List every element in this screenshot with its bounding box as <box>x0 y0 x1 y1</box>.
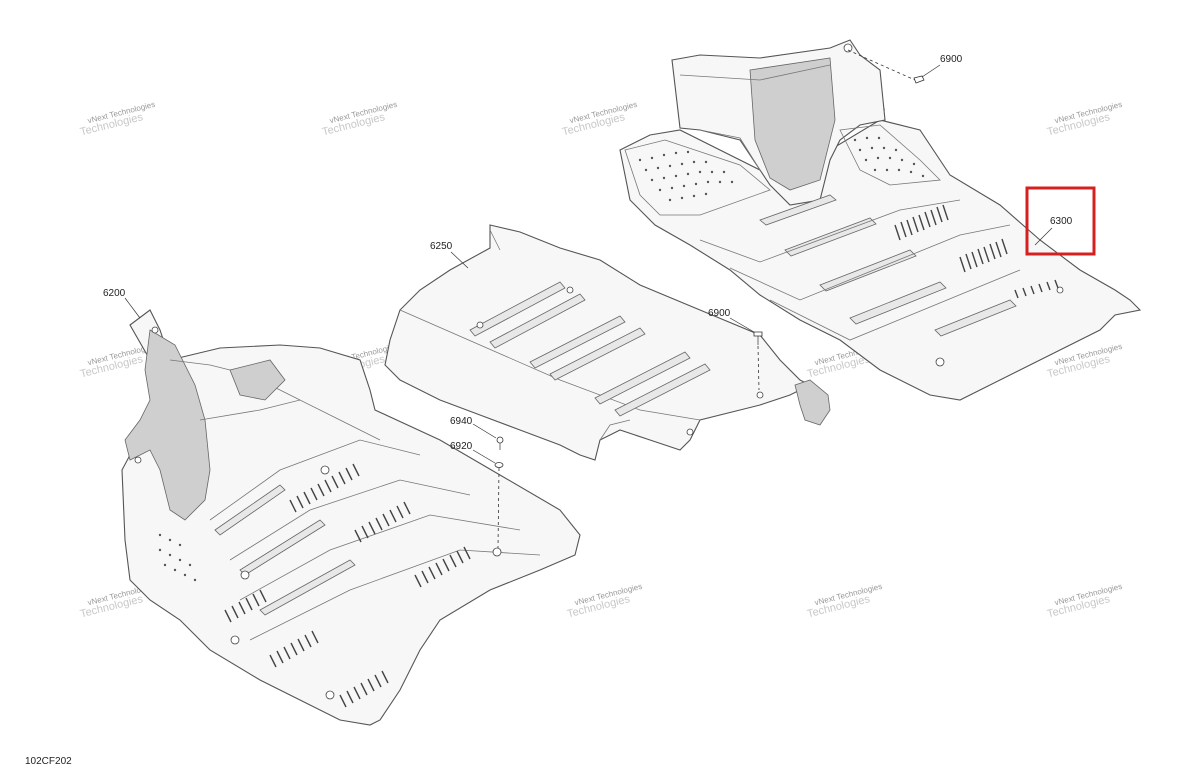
callout-6940: 6940 <box>450 416 497 439</box>
callout-6920: 6920 <box>450 441 496 464</box>
svg-text:6300: 6300 <box>1050 216 1073 227</box>
callout-6900-mid: 6900 <box>708 308 755 333</box>
svg-text:6900: 6900 <box>708 308 731 319</box>
watermark: Technologies vNext Technologies <box>566 582 643 621</box>
perforation-pattern <box>853 136 925 178</box>
watermark: Technologies vNext Technologies <box>561 100 638 139</box>
perforation-pattern <box>638 150 734 202</box>
figure-id: 102CF202 <box>25 756 72 767</box>
fastener-6940 <box>496 436 504 450</box>
fastener-6900-top <box>847 49 925 84</box>
callout-6200: 6200 <box>103 288 141 319</box>
part-6200-floor-panel <box>121 309 581 726</box>
watermark: Technologies vNext Technologies <box>1046 582 1123 621</box>
svg-text:6250: 6250 <box>430 241 453 252</box>
callout-6300: 6300 <box>1034 216 1073 246</box>
svg-text:6940: 6940 <box>450 416 473 427</box>
washer-6920 <box>494 462 504 549</box>
part-6300-floor-panel <box>619 39 1142 401</box>
watermark: Technologies vNext Technologies <box>806 582 883 621</box>
svg-text:6920: 6920 <box>450 441 473 452</box>
svg-text:6900: 6900 <box>940 54 963 65</box>
fastener-6900-mid <box>753 331 763 391</box>
part-6250-center-panel <box>384 224 831 461</box>
perforation-pattern <box>158 533 197 582</box>
svg-text:6200: 6200 <box>103 288 126 299</box>
highlight-box <box>1025 186 1096 256</box>
watermark: Technologies vNext Technologies <box>79 100 156 139</box>
watermark: Technologies vNext Technologies <box>1046 100 1123 139</box>
watermark: Technologies vNext Technologies <box>321 100 398 139</box>
grill-pattern <box>224 463 471 708</box>
callout-6250: 6250 <box>430 241 469 269</box>
callout-6900-top: 6900 <box>921 54 963 78</box>
grill-pattern <box>894 204 1059 299</box>
